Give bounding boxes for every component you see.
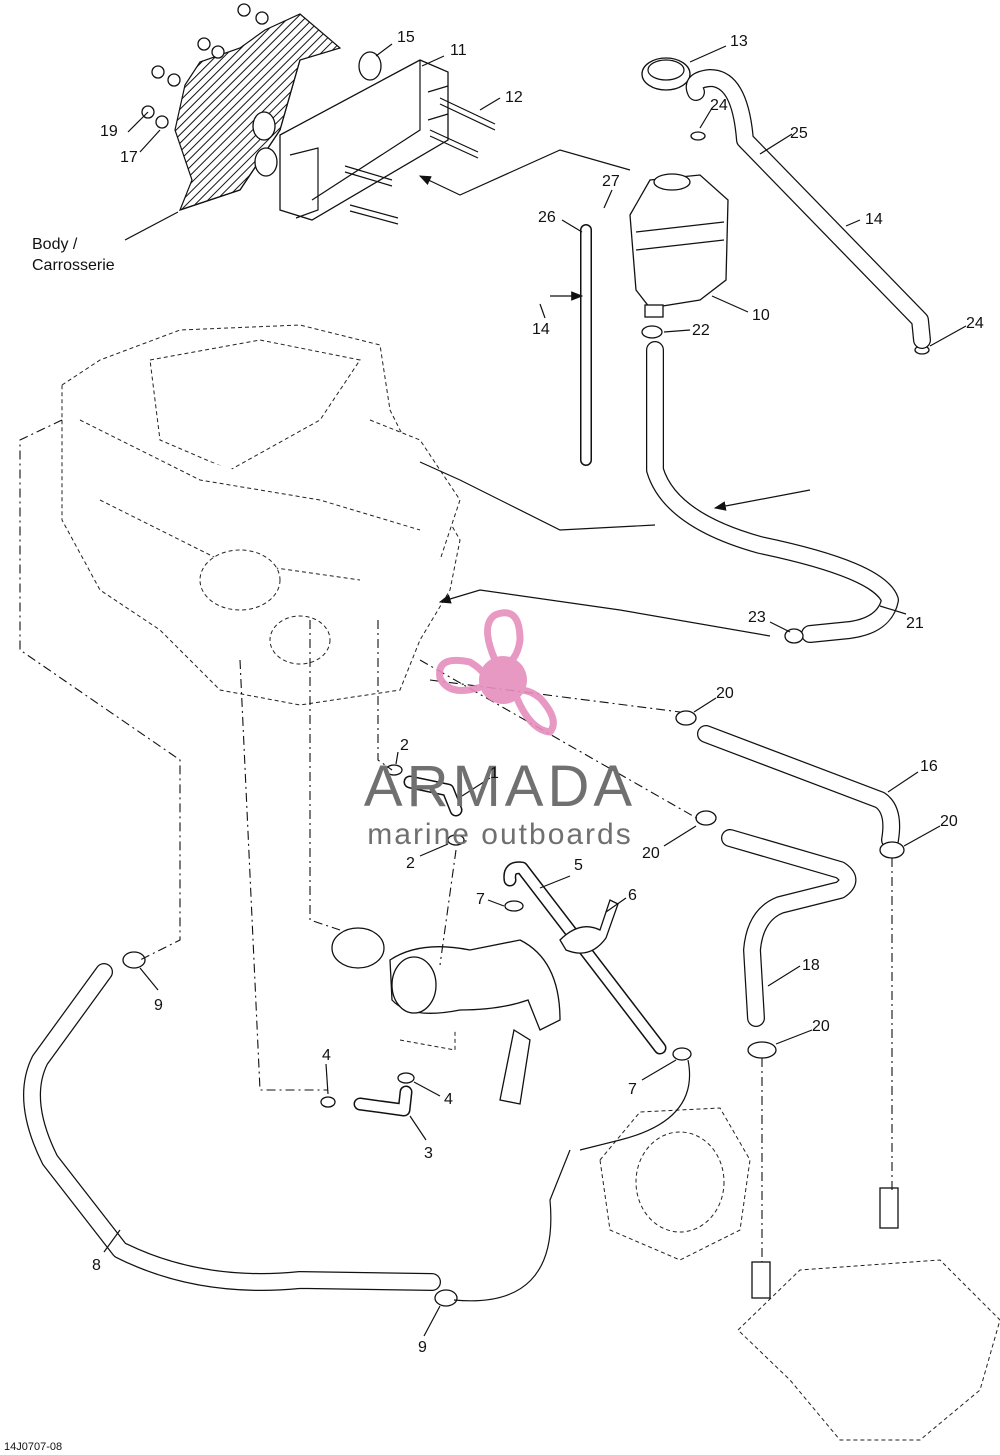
callout-5: 5 — [574, 857, 583, 874]
callout-20-b: 20 — [940, 813, 958, 830]
pump-housing — [599, 1107, 751, 1261]
hose-16 — [697, 725, 901, 849]
callout-10: 10 — [752, 307, 770, 324]
rubber-spacers — [252, 51, 382, 177]
body-panel — [174, 13, 342, 211]
routing-lines — [19, 149, 893, 1302]
hose-1 — [403, 775, 463, 817]
callout-25: 25 — [790, 125, 808, 142]
callout-2-bottom: 2 — [406, 855, 415, 872]
callout-15: 15 — [397, 29, 415, 46]
hose-3 — [353, 1085, 413, 1117]
hose-5 — [503, 861, 667, 1055]
mounting-bracket — [279, 59, 449, 221]
callout-21: 21 — [906, 615, 924, 632]
callout-18: 18 — [802, 957, 820, 974]
callout-4-right: 4 — [444, 1091, 453, 1108]
callout-1: 1 — [490, 765, 499, 782]
callout-14-right: 14 — [865, 211, 883, 228]
callout-24-right: 24 — [966, 315, 984, 332]
mounting-bolts — [344, 97, 496, 225]
callout-24-top: 24 — [710, 97, 728, 114]
callout-14-left: 14 — [532, 321, 550, 338]
hose-21 — [646, 341, 899, 643]
callout-27: 27 — [602, 173, 620, 190]
engine-block — [61, 324, 461, 706]
ride-plate — [737, 1187, 1000, 1441]
tank-cap — [641, 57, 691, 91]
callout-labels: 15 11 12 13 24 25 14 24 27 26 14 10 22 1… — [92, 29, 984, 1356]
callout-9-bottom: 9 — [418, 1339, 427, 1356]
leader-lines — [103, 43, 967, 1337]
callout-20-d: 20 — [812, 1018, 830, 1035]
callout-12: 12 — [505, 89, 523, 106]
callout-13: 13 — [730, 33, 748, 50]
callout-20-c: 20 — [642, 845, 660, 862]
callout-2-top: 2 — [400, 737, 409, 754]
hose-18 — [721, 829, 857, 1027]
hose-clamps — [122, 628, 905, 1307]
callout-7-top: 7 — [476, 891, 485, 908]
hose-25 — [685, 69, 931, 349]
expansion-tank — [629, 173, 729, 318]
callout-8: 8 — [92, 1257, 101, 1274]
callout-3: 3 — [424, 1145, 433, 1162]
callout-19: 19 — [100, 123, 118, 140]
hose-8 — [23, 963, 441, 1291]
watermark-brand: ARMADA — [364, 754, 636, 819]
propeller-logo-icon — [436, 609, 557, 736]
callout-26: 26 — [538, 209, 556, 226]
callout-22: 22 — [692, 322, 710, 339]
exhaust-assembly — [331, 927, 561, 1105]
body-nuts — [141, 3, 269, 129]
watermark-tagline: marine outboards — [367, 818, 632, 851]
drawing-code: 14J0707-08 — [4, 1441, 62, 1453]
callout-4-left: 4 — [322, 1047, 331, 1064]
body-label-line2: Carrosserie — [32, 257, 115, 274]
callout-11: 11 — [450, 42, 467, 59]
callout-7-bottom: 7 — [628, 1081, 637, 1098]
callout-6: 6 — [628, 887, 637, 904]
body-label-line1: Body / — [32, 236, 78, 253]
callout-20-a: 20 — [716, 685, 734, 702]
callout-23: 23 — [748, 609, 766, 626]
callout-16: 16 — [920, 758, 938, 775]
callout-17: 17 — [120, 149, 138, 166]
callout-9-top: 9 — [154, 997, 163, 1014]
